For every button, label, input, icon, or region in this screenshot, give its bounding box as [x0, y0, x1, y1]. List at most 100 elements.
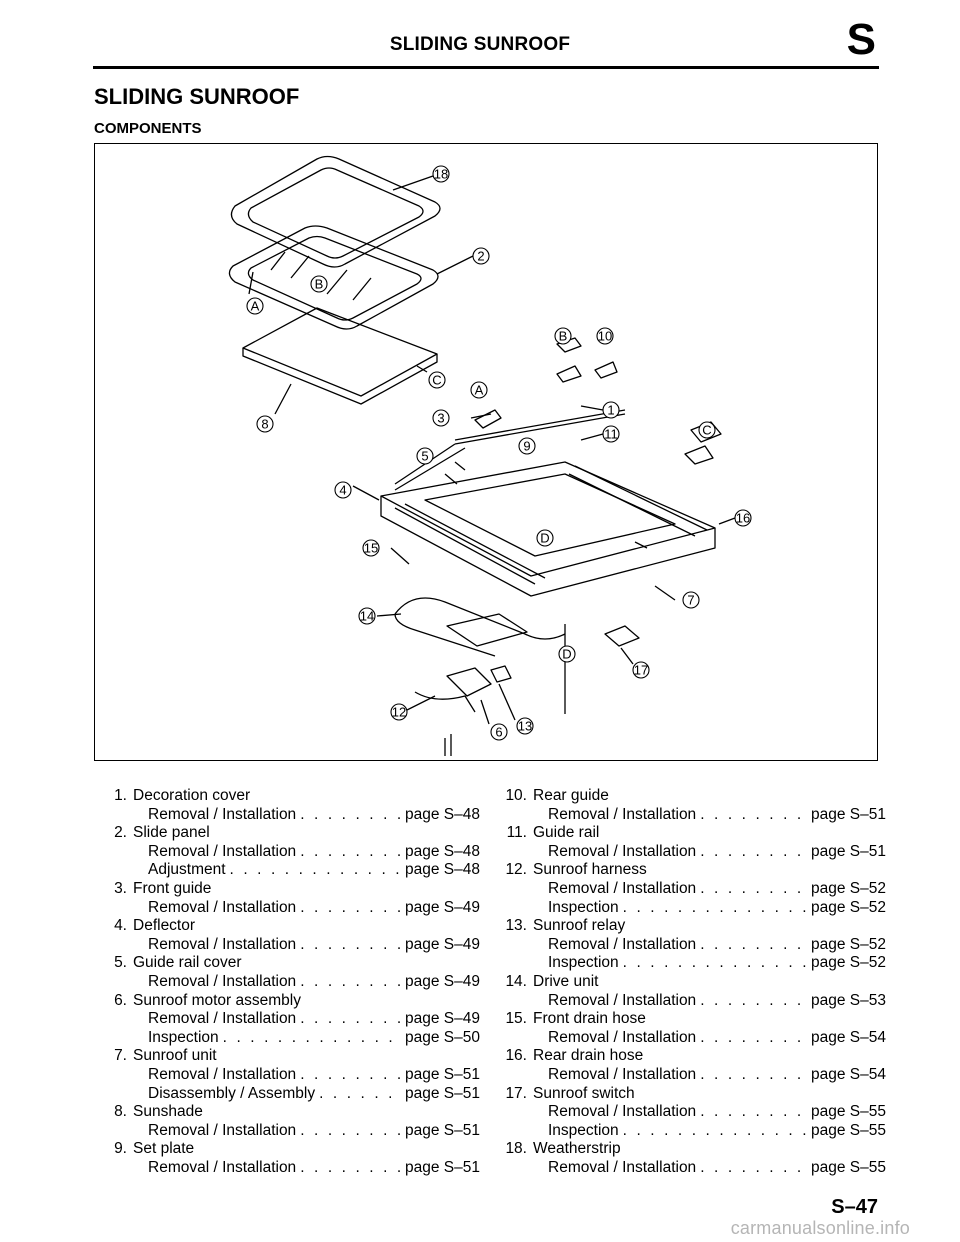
page-reference[interactable]: page S–50 [405, 1028, 480, 1046]
item-number: 12. [505, 861, 527, 879]
page-reference[interactable]: page S–49 [405, 972, 480, 990]
callout-label: B [315, 277, 324, 292]
drive-unit-body [446, 613, 528, 647]
callout-circle [734, 509, 752, 527]
page-reference[interactable]: page S–55 [811, 1158, 886, 1176]
callout-label: A [475, 383, 484, 398]
leader-c [416, 365, 428, 373]
dot-leader [300, 1122, 401, 1141]
leader-17 [620, 647, 634, 665]
callout-label: D [562, 647, 571, 662]
component-item: 10.Rear guide [500, 787, 886, 806]
item-number: 8. [114, 1103, 127, 1121]
front-deflector-bar [454, 409, 626, 445]
page-reference[interactable]: page S–51 [405, 1121, 480, 1139]
procedure-label: Removal / Installation [548, 1103, 697, 1121]
item-name: Weatherstrip [533, 1140, 621, 1158]
procedure-line: Removal / Installationpage S–54 [500, 1029, 886, 1048]
dot-leader [700, 992, 807, 1011]
page-reference[interactable]: page S–51 [811, 842, 886, 860]
procedure-label: Removal / Installation [548, 935, 697, 953]
component-item: 6.Sunroof motor assembly [100, 992, 480, 1011]
item-number: 5. [114, 954, 127, 972]
guide-rails [394, 465, 708, 585]
callout-circle [432, 409, 450, 427]
leader-a [248, 271, 254, 295]
callout-label: 11 [604, 427, 618, 442]
page-reference[interactable]: page S–51 [405, 1158, 480, 1176]
callout-circle [490, 723, 508, 741]
leader-2 [436, 255, 474, 275]
item-number: 3. [114, 879, 127, 897]
item-number: 9. [114, 1140, 127, 1158]
page-reference[interactable]: page S–48 [405, 805, 480, 823]
page-reference[interactable]: page S–53 [811, 991, 886, 1009]
page-reference[interactable]: page S–51 [405, 1065, 480, 1083]
page-reference[interactable]: page S–51 [811, 805, 886, 823]
page-reference[interactable]: page S–52 [811, 954, 886, 972]
procedure-line: Removal / Installationpage S–55 [500, 1159, 886, 1178]
callout-circle [310, 275, 328, 293]
component-item: 4.Deflector [100, 917, 480, 936]
callout-circle [516, 717, 534, 735]
callout-circle [334, 481, 352, 499]
dot-leader [700, 806, 807, 825]
callout-circle [358, 607, 376, 625]
item-number: 15. [505, 1010, 527, 1028]
page-reference[interactable]: page S–49 [405, 935, 480, 953]
dot-leader [230, 861, 401, 880]
page-reference[interactable]: page S–52 [811, 935, 886, 953]
page-reference[interactable]: page S–52 [811, 879, 886, 897]
procedure-line: Disassembly / Assembly page S–51 [100, 1085, 480, 1104]
callout-circle [518, 437, 536, 455]
page-reference[interactable]: page S–52 [811, 898, 886, 916]
procedure-label: Removal / Installation [548, 842, 697, 860]
procedure-line: Inspectionpage S–52 [500, 954, 886, 973]
procedure-label: Adjustment [148, 861, 226, 879]
callout-circle [432, 165, 450, 183]
item-number: 14. [505, 972, 527, 990]
motor-and-relay [446, 665, 512, 697]
sunroof-frame-side [380, 496, 716, 597]
dot-leader [700, 1066, 807, 1085]
procedure-line: Removal / Installationpage S–49 [100, 1010, 480, 1029]
procedure-label: Removal / Installation [148, 1121, 297, 1139]
component-item: 16.Rear drain hose [500, 1047, 886, 1066]
drive-cables [394, 597, 566, 657]
item-name: Drive unit [533, 972, 599, 990]
dot-leader [223, 1029, 401, 1048]
callout-circle [632, 661, 650, 679]
procedure-line: Removal / Installation page S–51 [500, 843, 886, 862]
page-reference[interactable]: page S–48 [405, 861, 480, 879]
leader-1 [580, 405, 604, 411]
procedure-label: Removal / Installation [548, 805, 697, 823]
item-name: Decoration cover [133, 787, 251, 804]
component-item: 5.Guide rail cover [100, 954, 480, 973]
callout-circle [470, 381, 488, 399]
procedure-line: Inspection page S–52 [500, 899, 886, 918]
procedure-line: Inspection page S–55 [500, 1122, 886, 1141]
callout-circle [698, 421, 716, 439]
page-reference[interactable]: page S–54 [811, 1065, 886, 1083]
procedure-label: Inspection [548, 1121, 619, 1139]
page-reference[interactable]: page S–48 [405, 842, 480, 860]
page-reference[interactable]: page S–55 [811, 1121, 886, 1139]
leader-14 [376, 613, 402, 617]
procedure-label: Removal / Installation [548, 879, 697, 897]
procedure-label: Removal / Installation [148, 1158, 297, 1176]
page-reference[interactable]: page S–49 [405, 898, 480, 916]
procedure-label: Inspection [548, 898, 619, 916]
page-reference[interactable]: page S–55 [811, 1103, 886, 1121]
procedure-label: Disassembly / Assembly [148, 1084, 316, 1102]
sunroof-switch [604, 625, 640, 647]
procedure-line: Removal / Installation page S–55 [500, 1103, 886, 1122]
item-number: 11. [506, 824, 527, 842]
dot-leader [700, 1159, 807, 1178]
page-reference[interactable]: page S–49 [405, 1010, 480, 1028]
page-reference[interactable]: page S–51 [405, 1084, 480, 1102]
procedure-label: Removal / Installation [148, 842, 297, 860]
page-reference[interactable]: page S–54 [811, 1028, 886, 1046]
procedure-label: Removal / Installation [148, 805, 297, 823]
item-number: 7. [114, 1047, 127, 1065]
